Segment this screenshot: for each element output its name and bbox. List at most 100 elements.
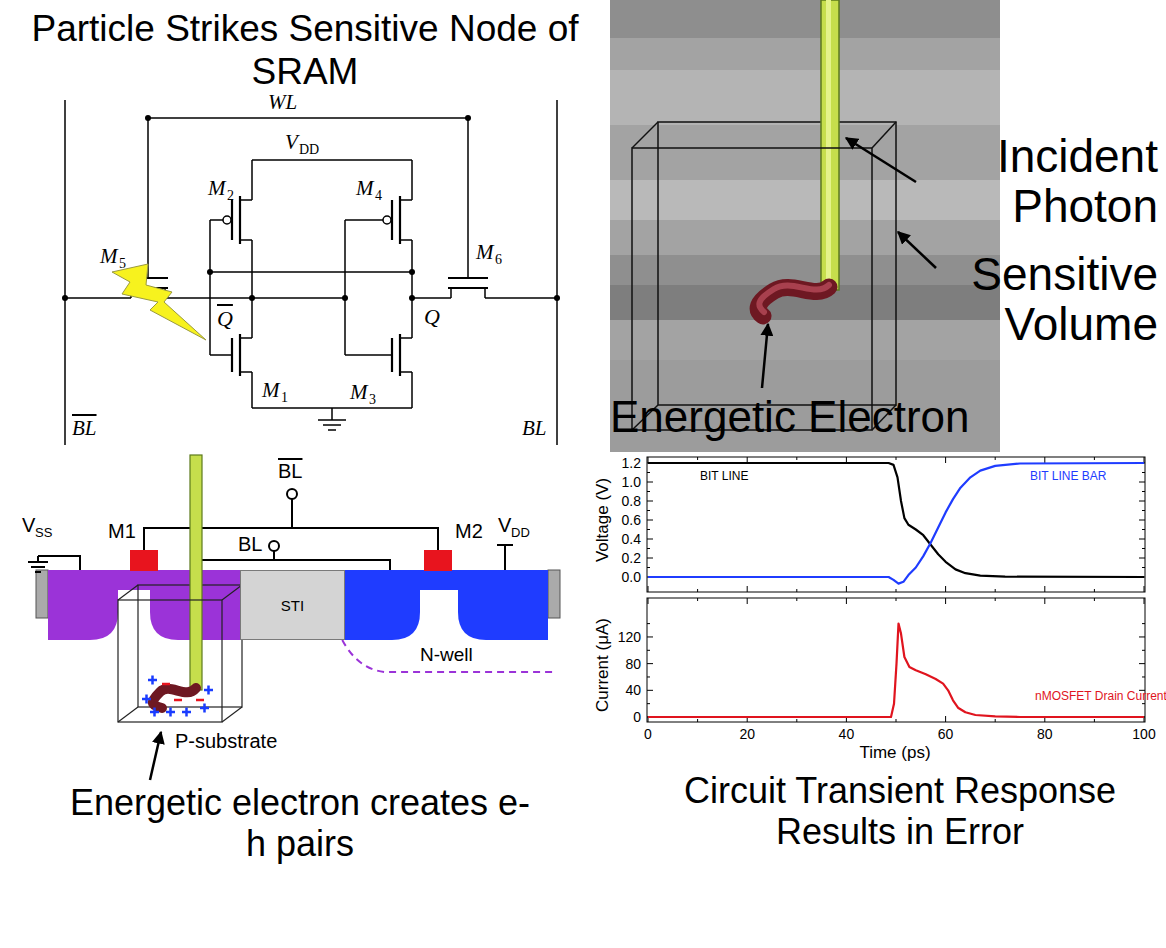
transistor-subscript: 6 — [495, 252, 502, 268]
simulation-render — [759, 285, 829, 312]
bit-line-name: BL — [278, 460, 302, 483]
sram-schematic — [467, 118, 469, 278]
axis-tick — [796, 589, 797, 592]
electron-charges — [162, 683, 170, 686]
transistor-name: M — [476, 240, 494, 264]
bit-line-bar-curve — [648, 463, 1144, 584]
simulation-render — [610, 0, 1000, 38]
axis-tick — [1044, 457, 1045, 463]
sram-schematic — [240, 199, 252, 201]
panel-title: Particle Strikes Sensitive Node of SRAM — [25, 8, 585, 93]
transient-plots — [647, 457, 1145, 722]
hole-charges — [200, 704, 209, 713]
tick-label: 40 — [839, 726, 855, 742]
axis-title: Voltage (V) — [593, 478, 613, 562]
transient-plots — [647, 598, 1145, 722]
sram-schematic — [409, 269, 415, 275]
axis-tick — [1142, 650, 1145, 651]
tick-label: 0.0 — [622, 569, 641, 585]
sram-schematic — [62, 295, 68, 301]
axis-tick — [1142, 623, 1145, 624]
sram-schematic — [239, 334, 241, 376]
sram-schematic — [318, 419, 346, 421]
axis-tick — [945, 586, 946, 592]
sram-schematic — [400, 371, 412, 373]
supply-subscript: DD — [511, 526, 530, 541]
sensitive-volume-box — [118, 585, 242, 722]
node-name: Q — [217, 306, 233, 331]
sram-schematic — [400, 239, 412, 241]
sensitive-volume-box — [658, 122, 896, 405]
device-cross-section — [48, 570, 240, 640]
device-cross-section — [291, 499, 293, 528]
axis-tick — [846, 598, 847, 604]
axis-tick — [1144, 586, 1145, 592]
device-cross-section — [269, 541, 279, 551]
axis-tick — [647, 650, 650, 651]
sram-schematic — [345, 219, 383, 221]
leader-arrow — [150, 732, 161, 780]
sram-schematic — [210, 271, 412, 273]
axis-tick — [647, 690, 653, 691]
sram-schematic — [331, 408, 333, 420]
axis-tick — [647, 558, 653, 559]
leader-arrows — [762, 138, 936, 388]
axis-tick — [1044, 586, 1045, 592]
sram-schematic — [62, 100, 560, 445]
callout-label: Sensitive Volume — [896, 250, 1158, 349]
transient-plots — [647, 457, 1145, 592]
electron-charges — [174, 699, 182, 702]
axis-tick — [945, 457, 946, 463]
sram-schematic — [64, 100, 66, 445]
transistor-name: M — [350, 380, 368, 404]
supply-subscript: SS — [35, 526, 52, 541]
isolation-region: STI — [240, 570, 345, 640]
simulation-render — [610, 0, 1000, 452]
simulation-render — [610, 285, 1000, 320]
axis-tick — [697, 719, 698, 722]
axis-tick — [1094, 598, 1095, 601]
tick-label: 40 — [625, 682, 641, 698]
sram-schematic — [448, 277, 488, 279]
sram-schematic — [328, 429, 336, 431]
hole-charges — [148, 676, 157, 685]
tick-label: 0.2 — [622, 550, 641, 566]
transistor-subscript: 2 — [227, 188, 234, 204]
bit-line-name: BL — [238, 533, 262, 556]
tick-label: 0 — [644, 726, 652, 742]
sram-schematic — [342, 295, 348, 301]
axis-tick — [647, 491, 650, 492]
sram-schematic — [147, 118, 149, 278]
device-cross-section — [345, 585, 420, 640]
callout-label: Incident Photon — [896, 132, 1158, 231]
axis-tick — [896, 589, 897, 592]
sram-schematic — [411, 372, 413, 408]
axis-tick — [1142, 510, 1145, 511]
transistor-subscript: 4 — [375, 188, 382, 204]
axis-tick — [995, 589, 996, 592]
transient-plots — [647, 457, 1145, 722]
axis-tick — [896, 457, 897, 460]
sram-schematic — [465, 115, 471, 121]
device-cross-section — [458, 585, 548, 640]
sensitive-volume-box — [632, 122, 658, 148]
device-cross-section — [28, 561, 48, 563]
axis-tick — [1142, 472, 1145, 473]
axis-tick — [896, 598, 897, 601]
sram-schematic — [399, 334, 401, 376]
device-cross-section — [504, 545, 506, 570]
transistor-subscript: 3 — [369, 392, 376, 408]
bit-line-name: BL — [522, 416, 547, 440]
sram-schematic — [554, 295, 560, 301]
simulation-render — [610, 0, 1000, 452]
axis-tick — [648, 586, 649, 592]
lightning-bolt — [112, 264, 206, 340]
tick-label: 80 — [1037, 726, 1053, 742]
tick-label: 20 — [739, 726, 755, 742]
axis-tick — [647, 501, 653, 502]
tick-label: 60 — [938, 726, 954, 742]
tick-label: 80 — [625, 656, 641, 672]
axis-tick — [647, 529, 650, 530]
device-cross-section — [35, 571, 41, 573]
hole-charges — [150, 708, 159, 717]
